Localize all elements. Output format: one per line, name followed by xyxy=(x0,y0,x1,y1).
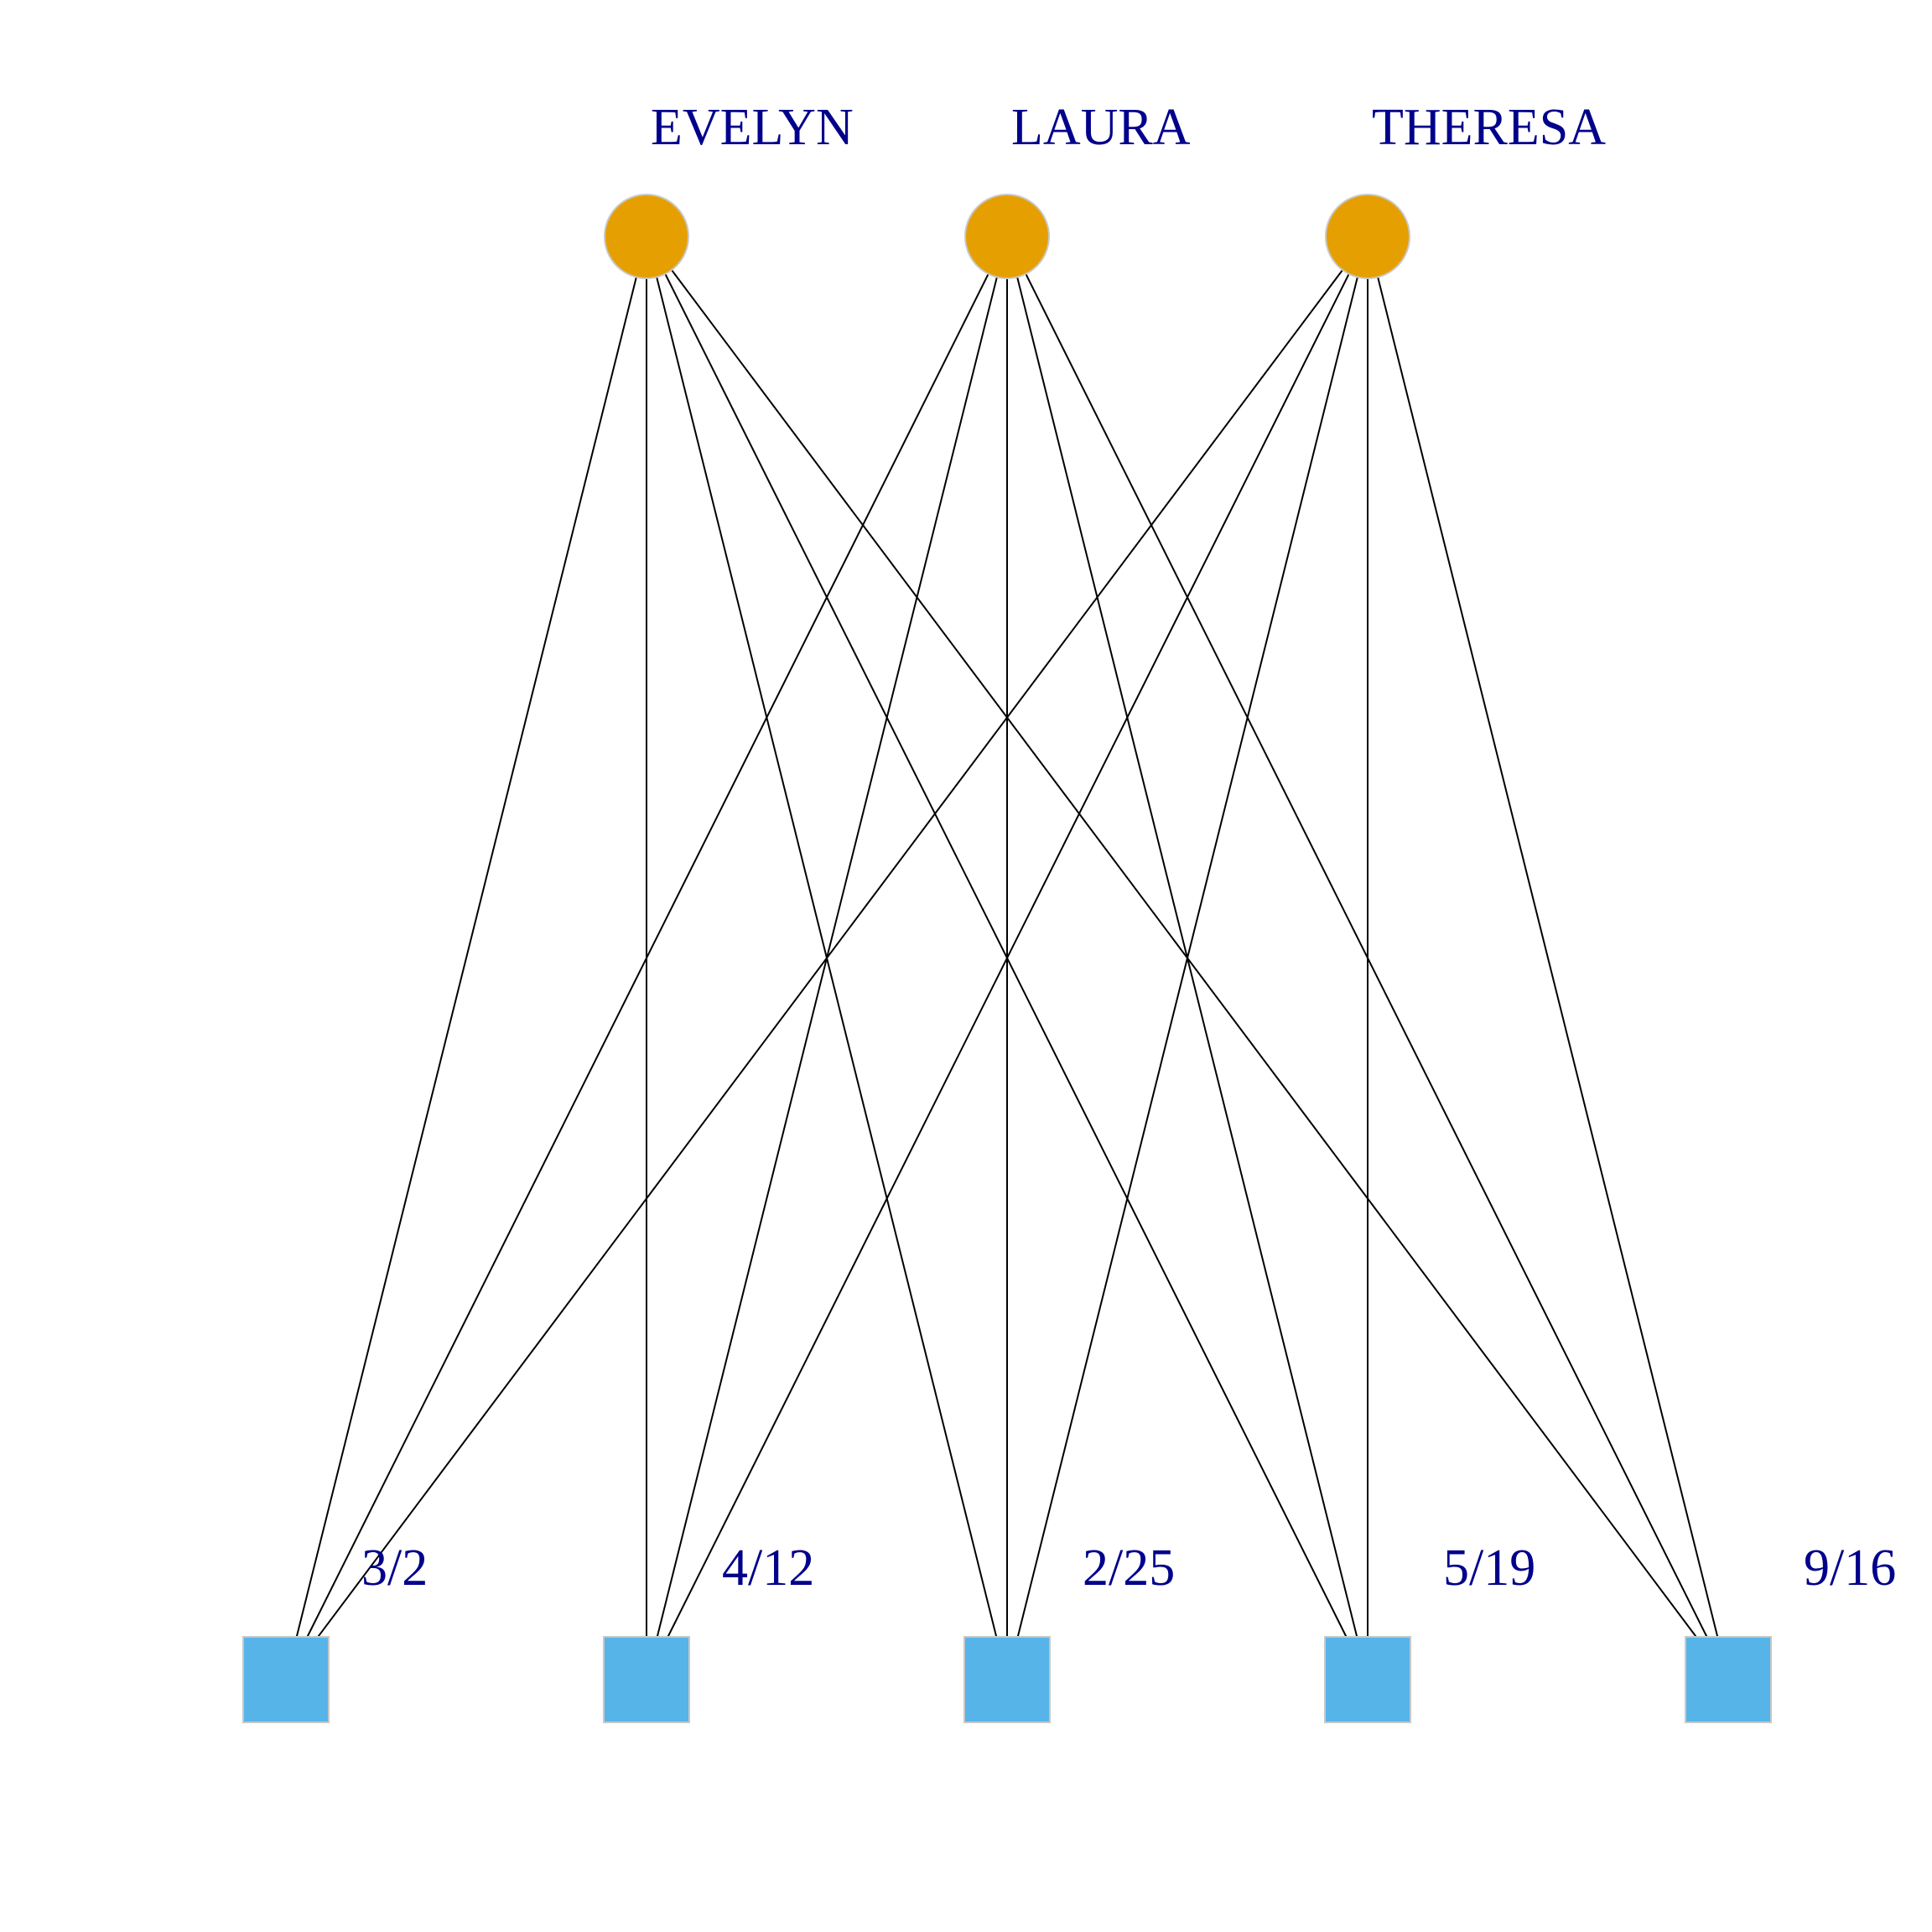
person-node-theresa[interactable] xyxy=(1325,194,1410,279)
person-node-laura[interactable] xyxy=(964,194,1050,279)
edge-theresa-9-16 xyxy=(1377,277,1719,1638)
person-label-laura: LAURA xyxy=(1011,99,1191,156)
person-label-theresa: THERESA xyxy=(1372,99,1606,156)
person-node-evelyn[interactable] xyxy=(604,194,689,279)
label-layer: EVELYN LAURA THERESA 3/2 4/12 2/25 5/19 9/16 xyxy=(361,99,1896,1597)
event-label-9-16: 9/16 xyxy=(1804,1540,1896,1597)
event-label-5-19: 5/19 xyxy=(1443,1540,1535,1597)
edge-theresa-2-25 xyxy=(1016,277,1358,1638)
edge-laura-3-2 xyxy=(306,273,989,1638)
event-node-4-12[interactable] xyxy=(603,1636,690,1723)
edge-theresa-4-12 xyxy=(667,273,1350,1638)
edge-laura-9-16 xyxy=(1025,273,1708,1638)
event-label-4-12: 4/12 xyxy=(722,1540,814,1597)
person-label-evelyn: EVELYN xyxy=(651,99,854,156)
edge-theresa-3-2 xyxy=(317,269,1343,1638)
event-node-3-2[interactable] xyxy=(242,1636,330,1723)
edge-evelyn-3-2 xyxy=(295,277,637,1638)
edge-layer xyxy=(295,269,1719,1638)
edge-evelyn-9-16 xyxy=(671,269,1697,1638)
node-layer xyxy=(242,194,1772,1723)
event-node-9-16[interactable] xyxy=(1685,1636,1772,1723)
event-node-5-19[interactable] xyxy=(1324,1636,1411,1723)
event-node-2-25[interactable] xyxy=(963,1636,1051,1723)
event-label-2-25: 2/25 xyxy=(1083,1540,1175,1597)
event-label-3-2: 3/2 xyxy=(361,1540,428,1597)
edge-evelyn-5-19 xyxy=(664,273,1348,1638)
